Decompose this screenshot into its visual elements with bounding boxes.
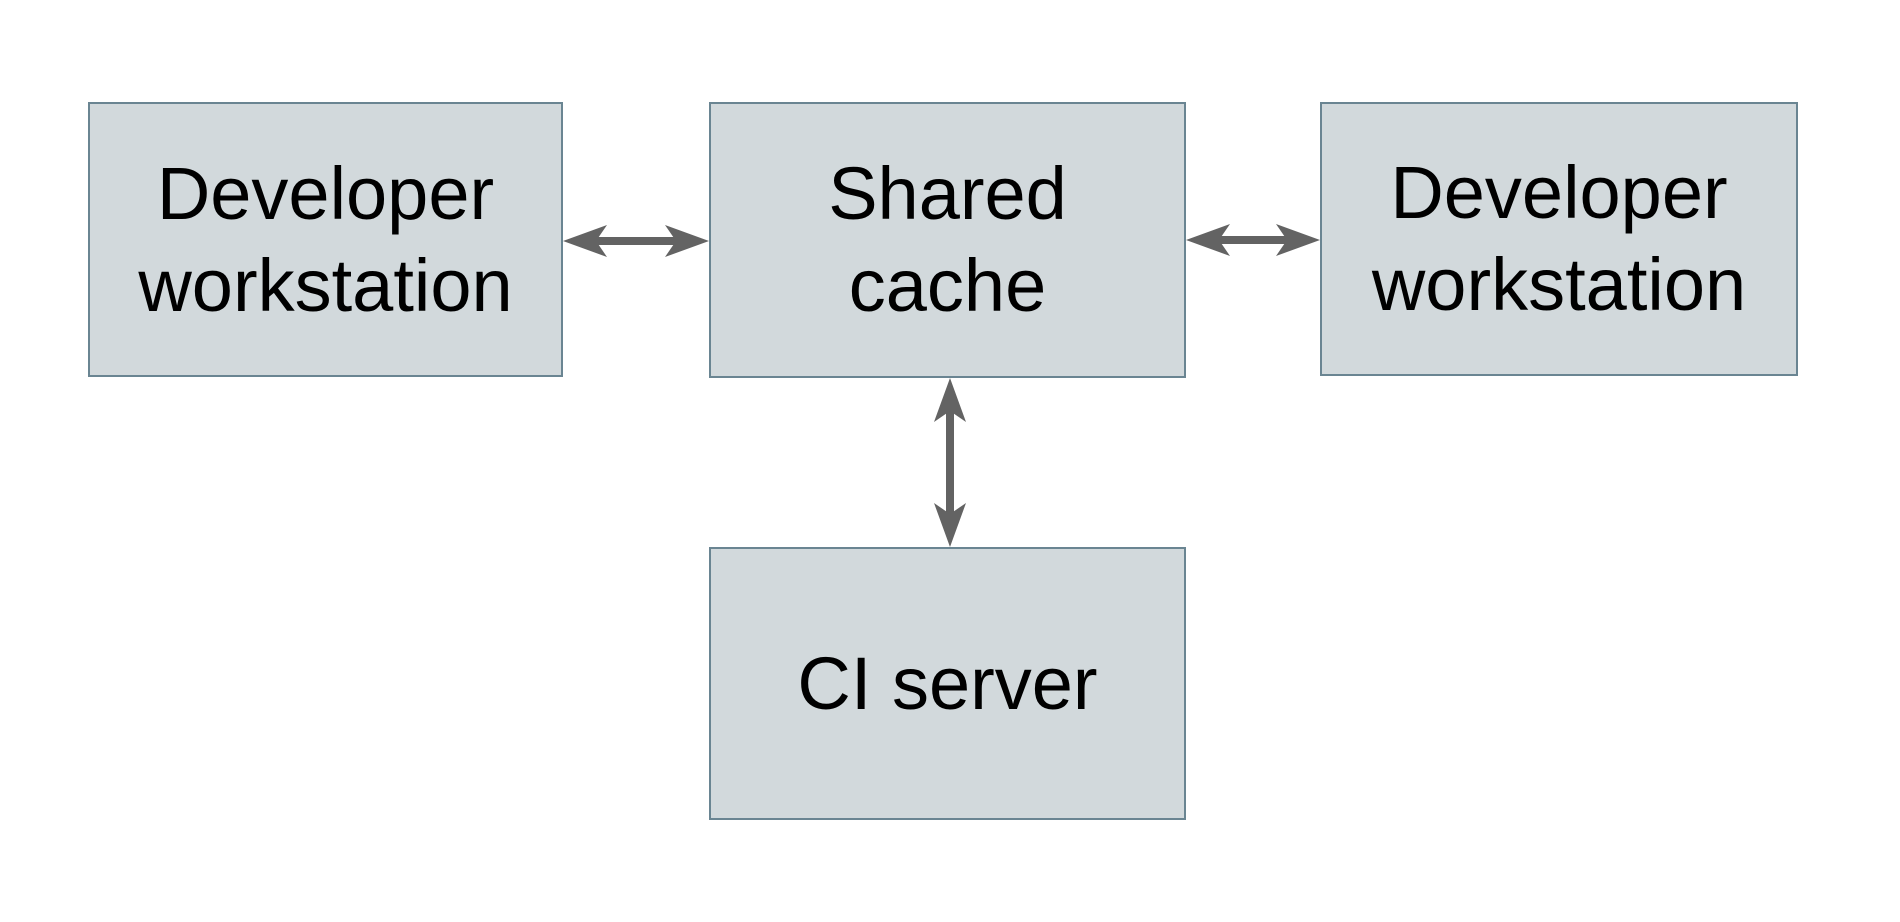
- node-ci-server: CI server: [709, 547, 1186, 820]
- bidirectional-arrow-left-workstation-cache: [563, 225, 709, 257]
- node-developer-workstation-right: Developer workstation: [1320, 102, 1798, 376]
- bidirectional-arrow-cache-right-workstation: [1186, 224, 1320, 256]
- node-developer-workstation-left: Developer workstation: [88, 102, 563, 377]
- node-label: Developer workstation: [138, 151, 513, 327]
- bidirectional-arrow-cache-ci-server: [934, 378, 966, 547]
- node-shared-cache: Shared cache: [709, 102, 1186, 378]
- node-label: Shared cache: [828, 152, 1067, 327]
- node-label: Developer workstation: [1371, 151, 1747, 326]
- node-label: CI server: [797, 641, 1098, 725]
